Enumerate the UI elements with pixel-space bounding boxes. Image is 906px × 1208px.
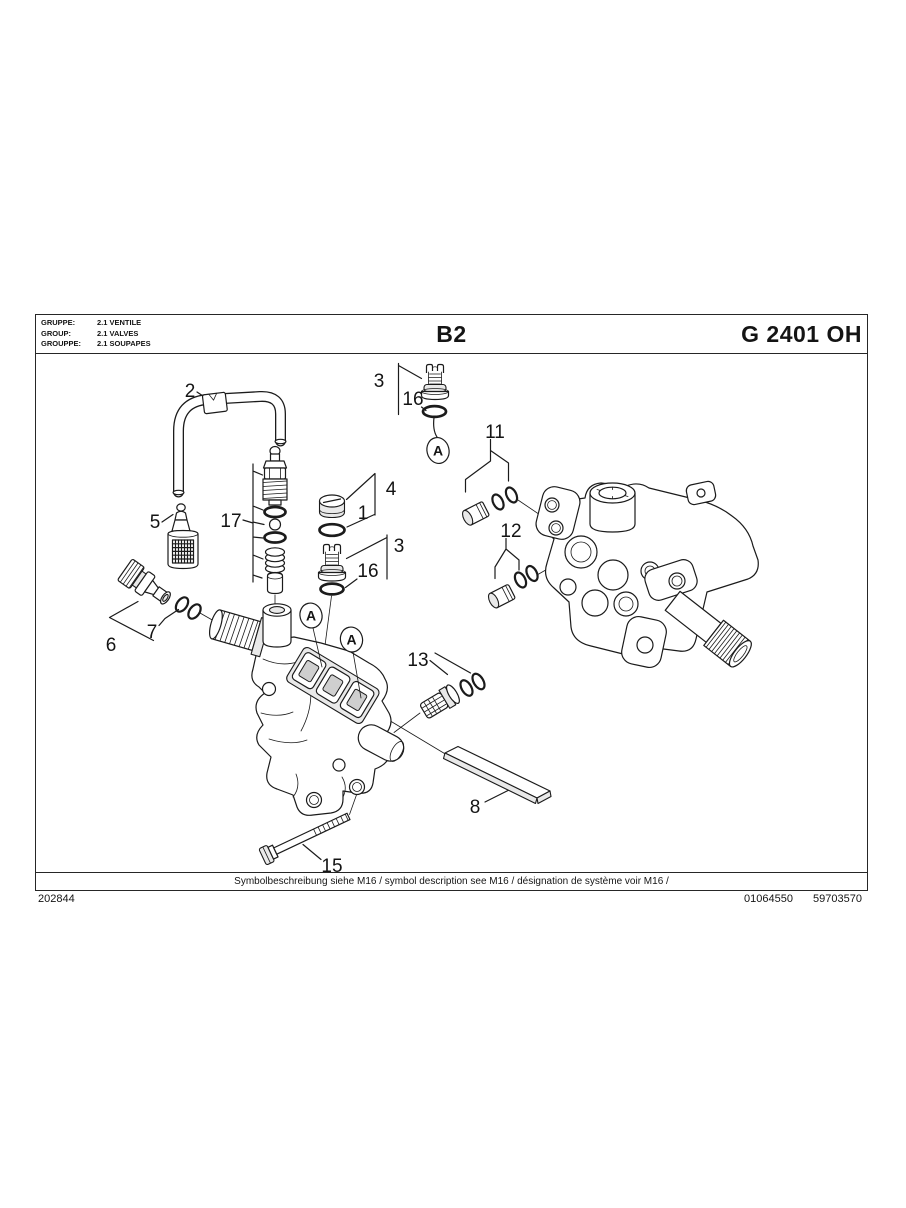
callout-7: 7: [147, 622, 158, 643]
part11-plug-group: [462, 486, 519, 526]
group-label-de: GRUPPE:: [41, 318, 76, 327]
hose-clamp: [201, 391, 228, 415]
part8-bar: [442, 745, 552, 805]
part1-oring: [318, 522, 346, 538]
symbol-a-top-letter: A: [433, 443, 443, 459]
callout-16-top: 16: [402, 389, 423, 410]
callout-6: 6: [106, 635, 117, 656]
callout-1: 1: [358, 503, 369, 524]
group-label-fr: GROUPPE:: [41, 339, 82, 348]
part17-ball: [268, 518, 282, 531]
doc-number-right-2: 59703570: [813, 893, 862, 905]
part5-filter: [167, 503, 199, 570]
pump-head-outlet: [664, 590, 752, 668]
symbol-a-left: A: [299, 602, 323, 668]
callout-3-mid: 3: [394, 536, 405, 557]
callout-13: 13: [407, 650, 428, 671]
manifold-top-port: [262, 603, 292, 648]
header-band: GRUPPE: 2.1 VENTILE GROUP: 2.1 VALVES GROU…: [36, 315, 867, 354]
manifold-seat-block: [286, 647, 380, 725]
footer-band: Symbolbeschreibung siehe M16 / symbol de…: [36, 872, 867, 890]
group-value-en: 2.1 VALVES: [97, 328, 139, 338]
symbol-description-note: Symbolbeschreibung siehe M16 / symbol de…: [234, 876, 669, 887]
callout-5: 5: [150, 512, 161, 533]
group-title-block: GRUPPE: 2.1 VENTILE GROUP: 2.1 VALVES GROU…: [41, 318, 151, 350]
group-value-fr: 2.1 SOUPAPES: [97, 339, 151, 348]
part17-spring: [264, 547, 286, 574]
manifold-body: [208, 603, 405, 816]
part3-valve-top: [420, 363, 450, 419]
manifold-inlet-thread: [208, 609, 271, 658]
part17-oring-lower: [263, 531, 287, 544]
symbol-a-top: A: [426, 437, 450, 464]
exploded-parts-diagram: A A A 2 5 17 4 1 3 16 11 1: [106, 362, 759, 874]
page-code: B2: [436, 321, 467, 347]
part12-plug-group: [487, 564, 539, 609]
callout-8: 8: [470, 797, 481, 818]
doc-number: 202844: [38, 893, 75, 905]
callout-lines: [108, 362, 599, 861]
manifold-side-boss: [357, 724, 405, 762]
callout-12: 12: [500, 521, 521, 542]
model-name: G 2401 OH: [741, 321, 862, 347]
callout-17: 17: [220, 511, 241, 532]
callout-2: 2: [185, 381, 196, 402]
symbol-a-right-letter: A: [346, 632, 356, 648]
part1-cap-group: [318, 494, 346, 538]
pump-head-top-lug: [535, 486, 581, 540]
part13-valve-insert: [419, 672, 486, 719]
diagram-frame: GRUPPE: 2.1 VENTILE GROUP: 2.1 VALVES GROU…: [35, 314, 868, 891]
part7-orings: [174, 596, 202, 620]
symbol-a-right: A: [339, 626, 364, 699]
part6-coupling: [117, 559, 202, 620]
part2-hose: [172, 390, 287, 498]
part16-oring-mid: [319, 582, 345, 596]
callout-4: 4: [386, 479, 397, 500]
symbol-a-left-letter: A: [306, 608, 316, 624]
part17-oring-upper: [263, 505, 287, 519]
pump-head: [535, 480, 759, 669]
callout-15: 15: [321, 856, 342, 874]
part17-valve-stack: [262, 445, 288, 595]
doc-number-right-1: 01064550: [744, 893, 793, 905]
group-label-en: GROUP:: [41, 328, 71, 338]
callout-3-top: 3: [374, 371, 385, 392]
callout-16-mid: 16: [357, 561, 378, 582]
callout-labels: 2 5 17 4 1 3 16 11 12 3 16 6 7 13 8 15: [106, 371, 522, 874]
pump-head-boss: [589, 482, 636, 533]
group-value-de: 2.1 VENTILE: [97, 318, 142, 327]
callout-11: 11: [485, 422, 505, 443]
part16-oring-top: [421, 404, 448, 419]
part3-valve-mid: [317, 543, 347, 596]
part15-bolt: [258, 812, 351, 866]
